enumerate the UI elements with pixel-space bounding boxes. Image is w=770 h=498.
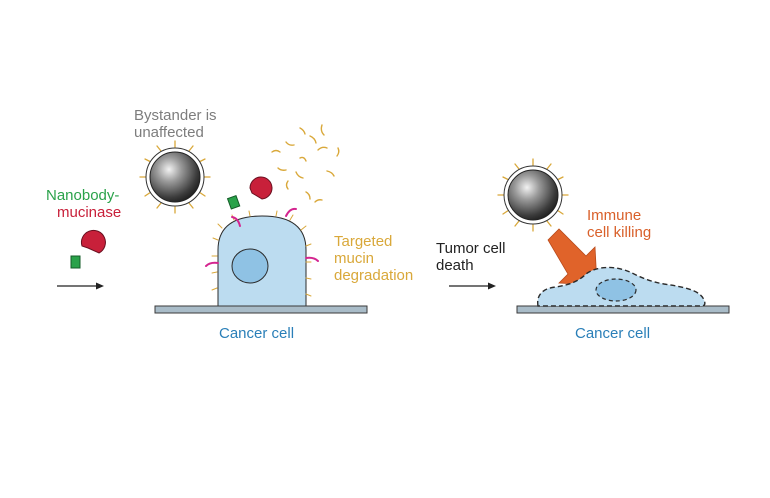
bystander-cell — [139, 140, 211, 214]
substrate-right — [516, 305, 730, 314]
targeted-label-line2: mucin — [334, 250, 375, 267]
immune-killing-label-line1: Immune — [587, 207, 642, 224]
arrow-left — [57, 282, 104, 290]
cancer-cell-left — [205, 207, 319, 307]
targeted-label-line3: degradation — [334, 267, 414, 284]
immune-killing-label-line2: cell killing — [587, 224, 652, 241]
bystander-label-line1: Bystander is — [134, 107, 217, 124]
nanobody-mucinase-bound — [226, 176, 273, 210]
cancer-cell-label-left: Cancer cell — [219, 325, 295, 342]
nanobody-mucinase-free — [70, 229, 106, 269]
killing-arrow — [547, 228, 598, 286]
mucinase-label: mucinase — [57, 204, 122, 221]
tumor-death-label-line1: Tumor cell — [436, 240, 506, 257]
nanobody-label: Nanobody- — [46, 187, 120, 204]
mucin-fragments — [271, 124, 340, 203]
bystander-label-line2: unaffected — [134, 124, 204, 141]
dying-cancer-cell — [537, 266, 706, 307]
targeted-label-line1: Targeted — [334, 233, 393, 250]
immune-cell — [497, 158, 569, 232]
arrow-middle — [449, 282, 496, 290]
cancer-cell-label-right: Cancer cell — [575, 325, 651, 342]
tumor-death-label-line2: death — [436, 257, 474, 274]
substrate-left — [154, 305, 368, 314]
